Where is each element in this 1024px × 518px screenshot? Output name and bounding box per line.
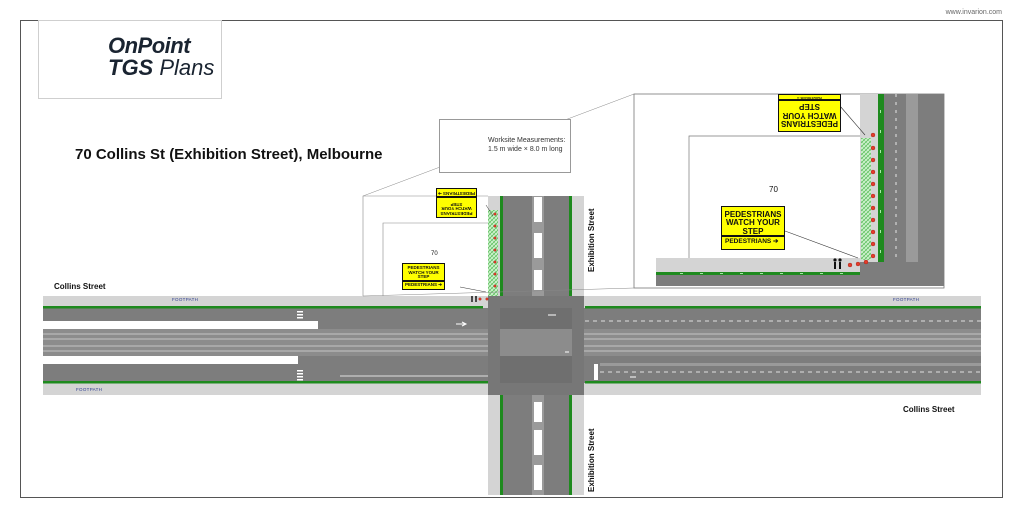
street-label-collins-east: Collins Street <box>903 405 955 414</box>
sign-watch-step-flipped: PEDESTRIANS WATCH YOUR STEP <box>436 197 477 218</box>
street-label-exhibition-south: Exhibition Street <box>587 428 596 492</box>
sign-pedestrians-arrow: PEDESTRIANS ➔ <box>402 281 445 290</box>
legend-box <box>439 119 571 173</box>
logo-box <box>38 20 222 99</box>
watermark: www.invarion.com <box>945 9 1002 16</box>
footpath-label: FOOTPATH <box>172 297 199 302</box>
logo: OnPoint TGS Plans <box>108 35 214 79</box>
sign-watch-step: PEDESTRIANS WATCH YOUR STEP <box>402 263 445 281</box>
page-title: 70 Collins St (Exhibition Street), Melbo… <box>75 146 383 163</box>
logo-line1: OnPoint <box>108 33 191 58</box>
sign-pedestrians-arrow-zoom-flipped: PEDESTRIANS ➔ <box>778 94 841 100</box>
street-label-exhibition-north: Exhibition Street <box>587 208 596 272</box>
worksite-area <box>488 210 498 296</box>
lane-white-west <box>43 321 318 329</box>
sign-pedestrians-arrow-zoom: PEDESTRIANS ➔ <box>721 236 785 250</box>
footpath-label: FOOTPATH <box>76 387 103 392</box>
sign-pedestrians-arrow-flipped: PEDESTRIANS ➔ <box>436 188 477 197</box>
street-label-collins-west: Collins Street <box>54 282 106 291</box>
worksite-area-zoom <box>861 138 871 260</box>
sign-watch-step-zoom-flipped: PEDESTRIANS WATCH YOUR STEP <box>778 100 841 132</box>
building-number: 70 <box>431 251 438 257</box>
logo-line2: TGS Plans <box>108 55 215 80</box>
footpath-label: FOOTPATH <box>893 297 920 302</box>
legend-text: Worksite Measurements: 1.5 m wide × 8.0 … <box>488 137 566 153</box>
sign-watch-step-zoom: PEDESTRIANS WATCH YOUR STEP <box>721 206 785 236</box>
building-number-zoom: 70 <box>769 185 778 194</box>
